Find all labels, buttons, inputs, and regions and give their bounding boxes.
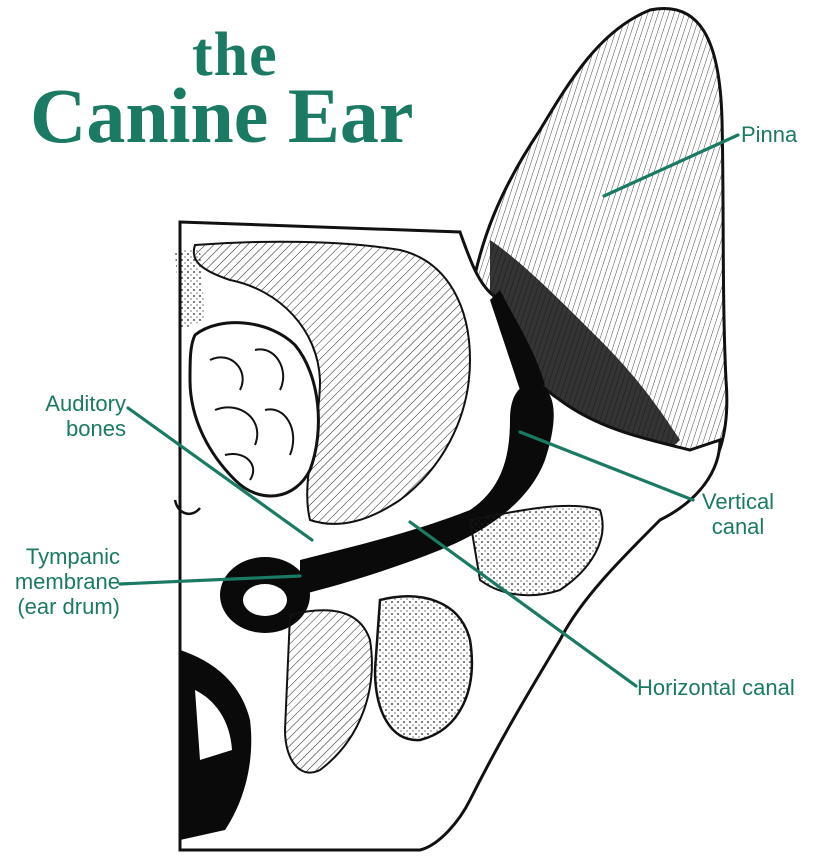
label-auditory-line2: bones <box>22 416 126 441</box>
label-vertical-canal: Vertical canal <box>690 489 786 539</box>
label-vertical-line1: Vertical <box>690 489 786 514</box>
bone-speckle-left <box>175 250 205 330</box>
label-pinna: Pinna <box>741 122 797 147</box>
label-tympanic-line2: membrane <box>2 569 120 594</box>
bulla-highlight <box>243 584 287 616</box>
label-auditory-line1: Auditory <box>22 391 126 416</box>
label-vertical-line2: canal <box>690 514 786 539</box>
label-tympanic-line3: (ear drum) <box>2 594 120 619</box>
label-auditory-bones: Auditory bones <box>22 391 126 441</box>
title-canine-ear: Canine Ear <box>30 76 414 156</box>
label-tympanic-membrane: Tympanic membrane (ear drum) <box>2 544 120 619</box>
label-horizontal-canal: Horizontal canal <box>637 675 795 700</box>
label-tympanic-line1: Tympanic <box>2 544 120 569</box>
